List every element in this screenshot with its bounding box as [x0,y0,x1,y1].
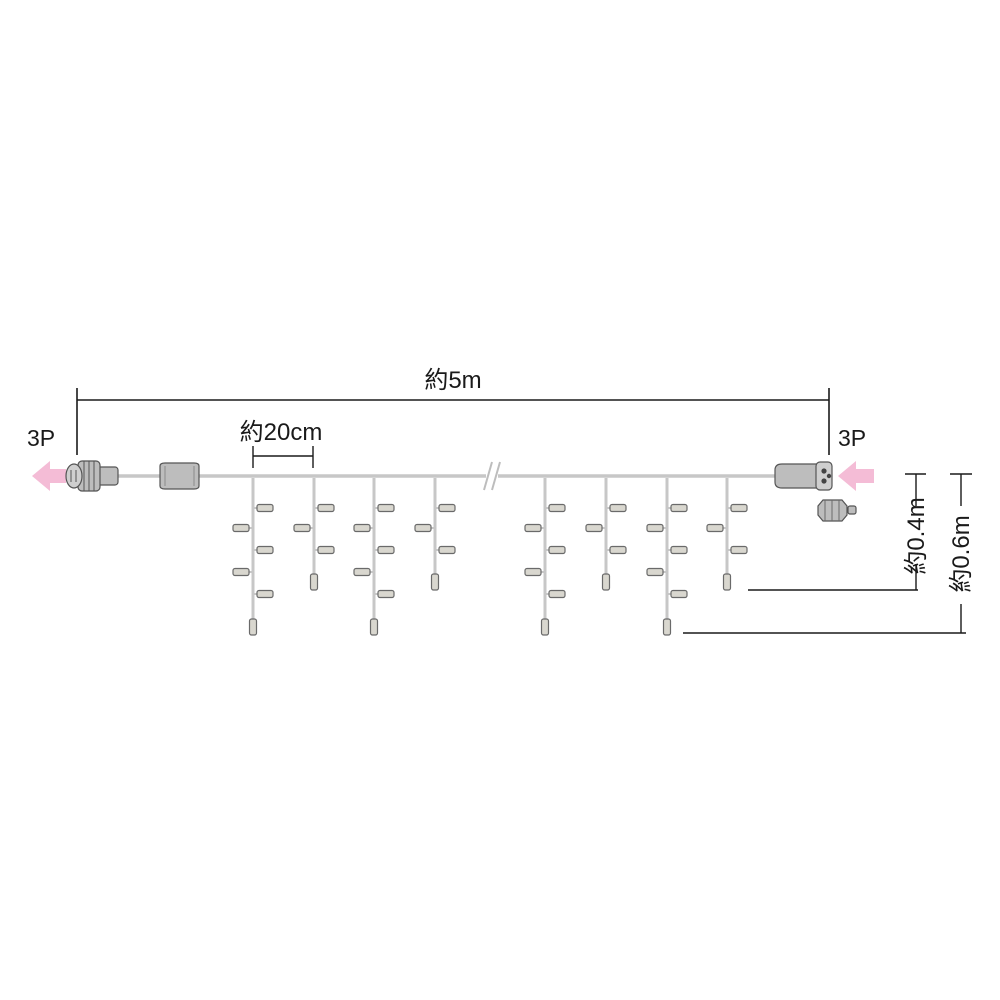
long-drop-dimension [683,473,972,634]
bulb-spacing-dimension [252,446,314,468]
light-drop [706,478,748,591]
led-bulb-icon [609,545,627,555]
led-bulb-icon [662,618,672,636]
led-bulb-icon [317,503,335,513]
light-drop [353,478,395,636]
led-bulb-icon [438,503,456,513]
female-socket-icon [774,461,833,491]
end-cap-icon [817,499,857,522]
led-bulb-icon [353,567,371,577]
light-drop [293,478,335,591]
bulb-spacing-label: 約20cm [240,419,323,446]
controller-box-icon [159,462,200,490]
total-length-dimension [76,388,830,455]
led-bulb-icon [232,523,250,533]
led-bulb-icon [377,503,395,513]
light-drop [585,478,627,591]
light-drops [232,478,748,636]
long-drop-label: 約0.6m [948,515,975,592]
led-bulb-icon [430,573,440,591]
short-drop-dimension [748,473,926,591]
led-bulb-icon [369,618,379,636]
led-bulb-icon [540,618,550,636]
led-bulb-icon [317,545,335,555]
led-bulb-icon [730,545,748,555]
led-bulb-icon [414,523,432,533]
led-bulb-icon [585,523,603,533]
light-drop [414,478,456,591]
light-drop [524,478,566,636]
led-bulb-icon [548,503,566,513]
male-plug-icon [65,460,119,492]
led-bulb-icon [670,589,688,599]
led-bulb-icon [309,573,319,591]
led-bulb-icon [293,523,311,533]
led-bulb-icon [256,545,274,555]
led-bulb-icon [646,523,664,533]
led-bulb-icon [706,523,724,533]
arrow-left-icon [32,461,66,491]
led-bulb-icon [524,567,542,577]
right-connector-label: 3P [838,425,866,451]
wire-break-icon [483,461,501,491]
led-bulb-icon [601,573,611,591]
led-bulb-icon [377,545,395,555]
led-bulb-icon [232,567,250,577]
light-drop [232,478,274,636]
led-bulb-icon [646,567,664,577]
light-drop [646,478,688,636]
led-bulb-icon [670,545,688,555]
led-bulb-icon [256,503,274,513]
led-bulb-icon [248,618,258,636]
short-drop-label: 約0.4m [903,497,930,574]
led-bulb-icon [722,573,732,591]
arrow-left-icon [838,461,874,491]
total-length-label: 約5m [424,367,481,394]
led-bulb-icon [548,545,566,555]
led-bulb-icon [377,589,395,599]
led-bulb-icon [548,589,566,599]
led-bulb-icon [438,545,456,555]
led-bulb-icon [670,503,688,513]
led-bulb-icon [524,523,542,533]
led-bulb-icon [353,523,371,533]
left-connector-label: 3P [27,425,55,451]
led-bulb-icon [730,503,748,513]
led-bulb-icon [256,589,274,599]
led-bulb-icon [609,503,627,513]
